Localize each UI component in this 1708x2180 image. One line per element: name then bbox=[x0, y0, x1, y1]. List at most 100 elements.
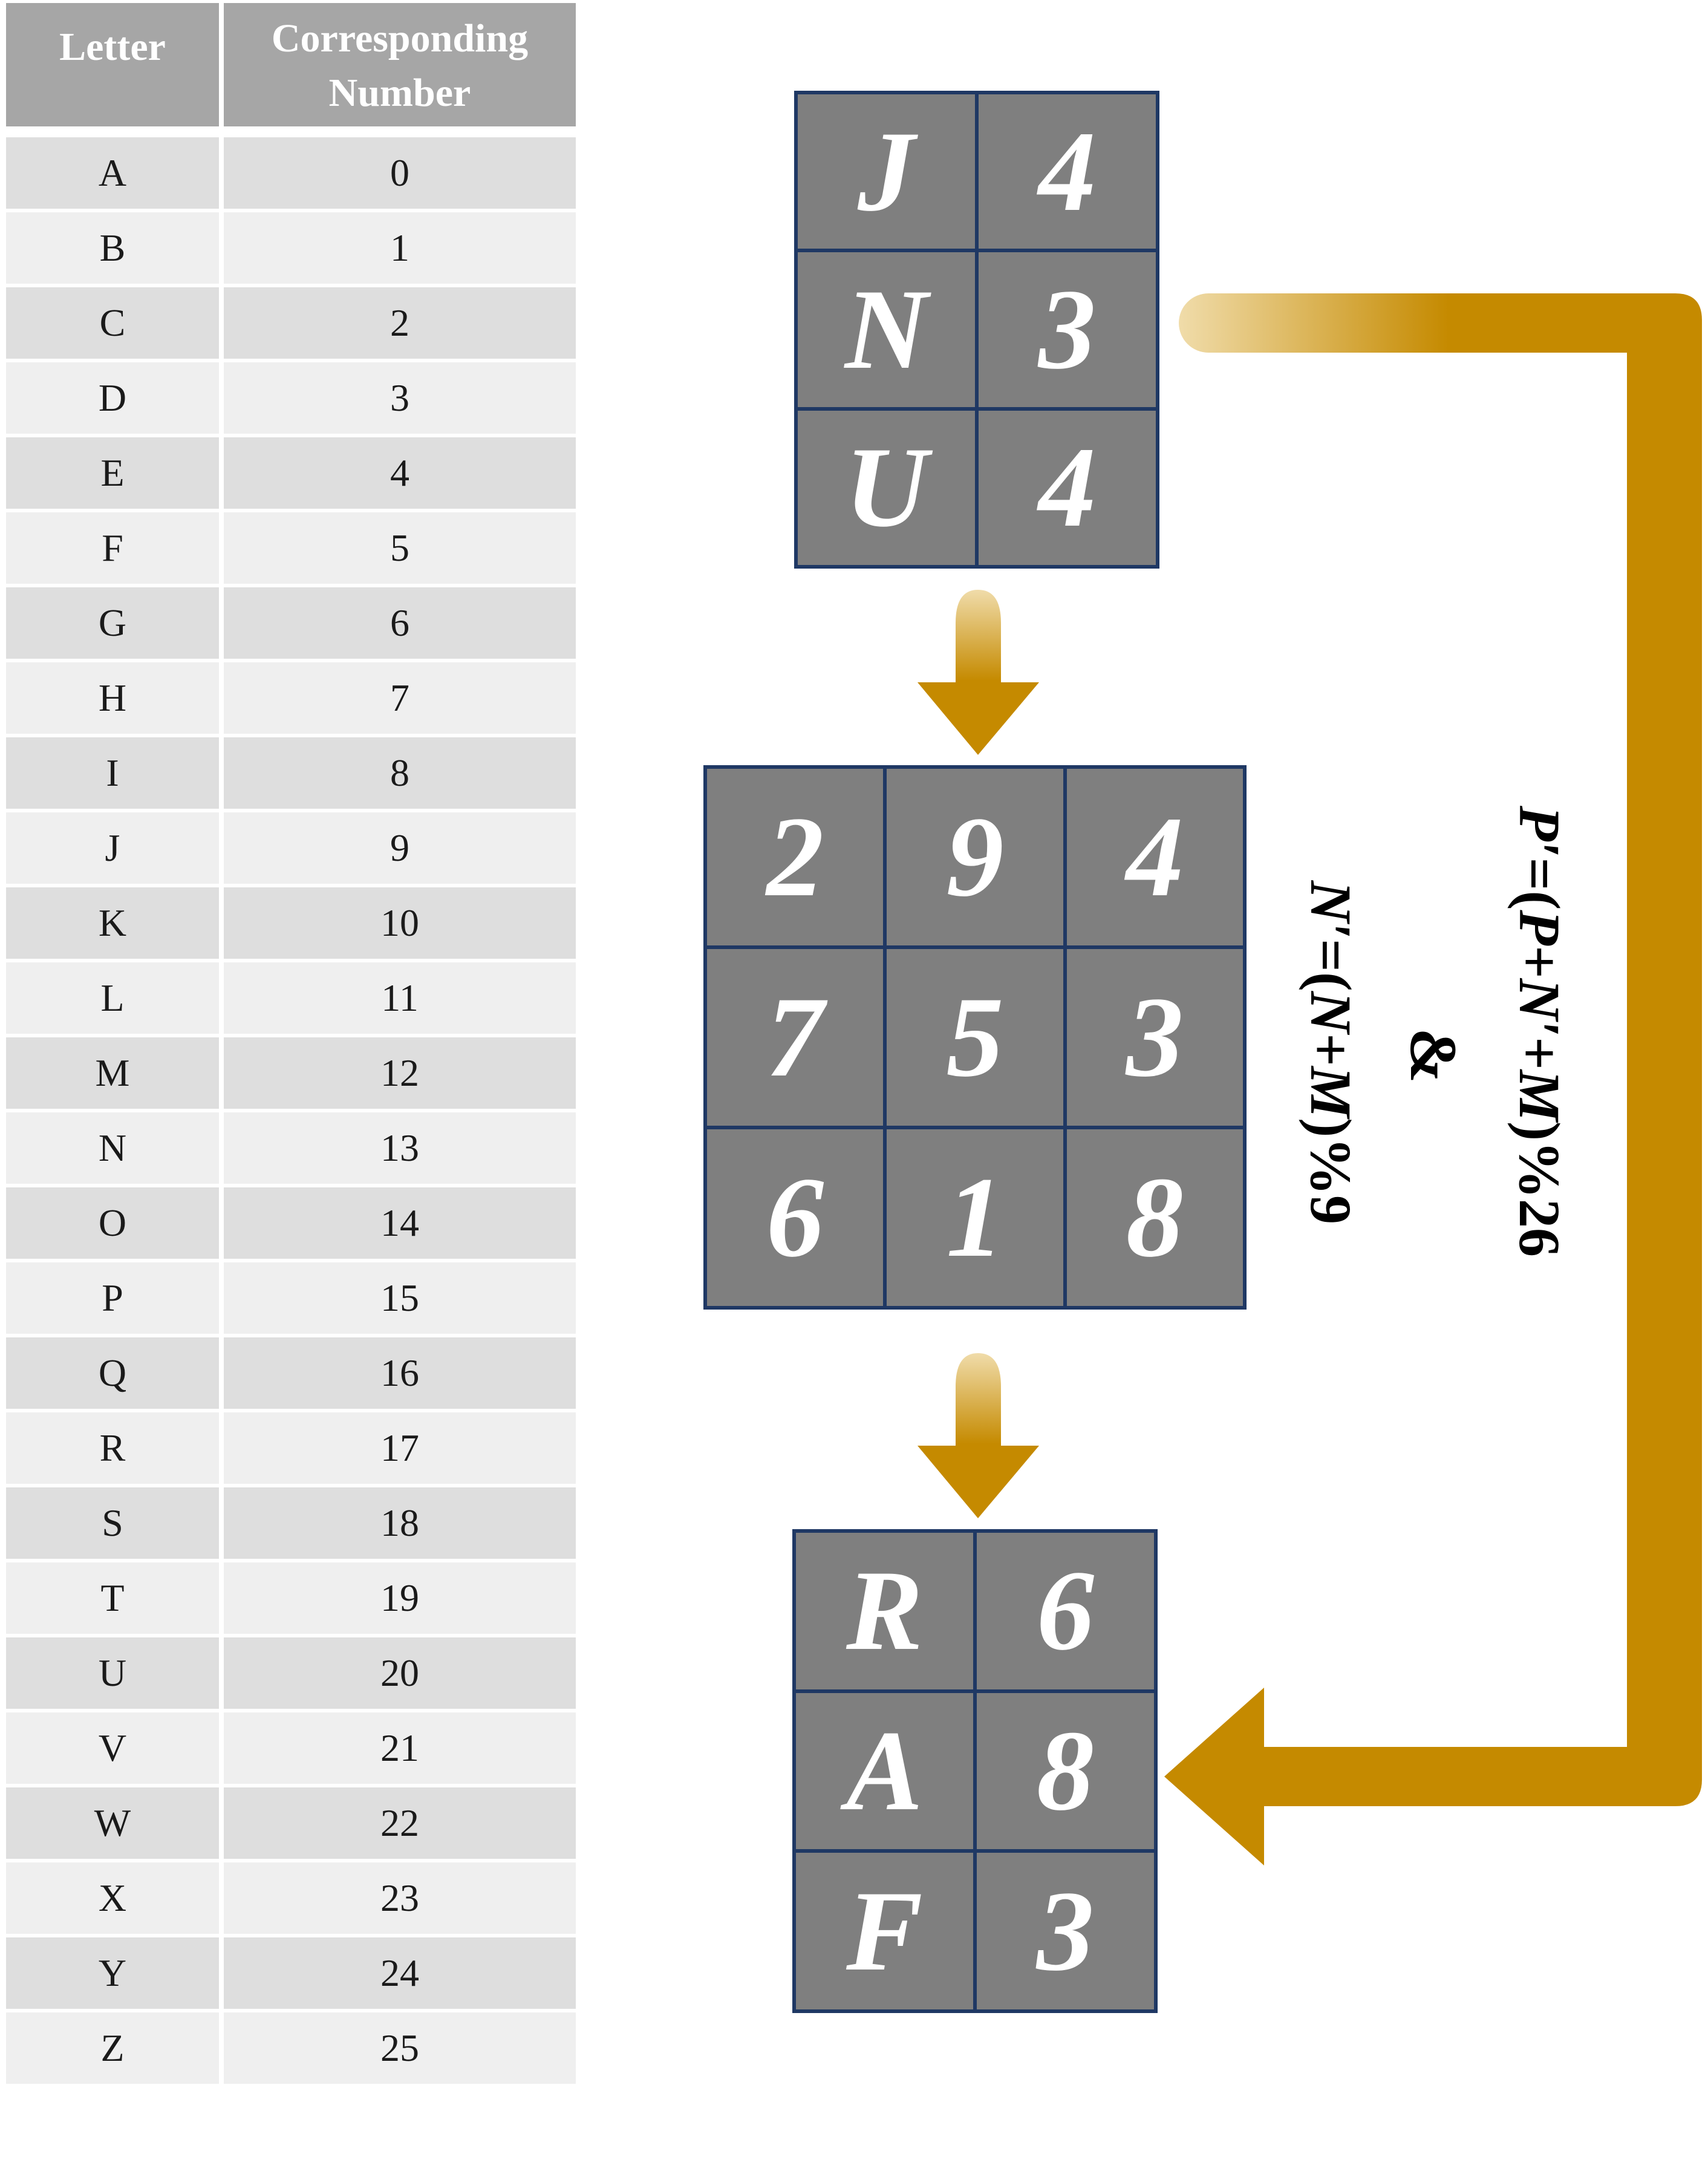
table-cell-letter: Q bbox=[6, 1337, 224, 1412]
table-cell-letter: X bbox=[6, 1862, 224, 1937]
formula-p-c: M bbox=[1507, 1069, 1572, 1122]
formula-p-plus2: + bbox=[1507, 1036, 1572, 1070]
header-letter: Letter bbox=[6, 3, 224, 126]
table-cell-letter: D bbox=[6, 362, 224, 437]
table-cell-number: 13 bbox=[224, 1112, 576, 1187]
grid-bottom-cell: 6 bbox=[977, 1533, 1154, 1689]
table-cell-number: 22 bbox=[224, 1787, 576, 1862]
formula-p-lhs: P′ bbox=[1507, 805, 1572, 858]
table-cell-number: 6 bbox=[224, 587, 576, 662]
grid-middle-cell: 4 bbox=[1066, 769, 1243, 945]
arrow-down-top-to-middle bbox=[918, 590, 1039, 755]
table-cell-letter: G bbox=[6, 587, 224, 662]
grid-middle-cell: 8 bbox=[1066, 1129, 1243, 1306]
table-cell-number: 9 bbox=[224, 812, 576, 887]
table-cell-letter: K bbox=[6, 887, 224, 962]
table-cell-letter: P bbox=[6, 1262, 224, 1337]
table-cell-number: 20 bbox=[224, 1637, 576, 1712]
table-cell-number: 18 bbox=[224, 1487, 576, 1562]
table-cell-letter: Y bbox=[6, 1937, 224, 2012]
table-cell-letter: H bbox=[6, 662, 224, 737]
table-cell-number: 24 bbox=[224, 1937, 576, 2012]
grid-top-cell: 3 bbox=[979, 252, 1156, 407]
formula-n-prime: N′=(N+M)%9 bbox=[1299, 880, 1363, 1225]
table-cell-number: 4 bbox=[224, 437, 576, 512]
table-cell-number: 5 bbox=[224, 512, 576, 587]
table-cell-letter: J bbox=[6, 812, 224, 887]
formula-n-eq: =( bbox=[1299, 939, 1363, 991]
table-cell-letter: W bbox=[6, 1787, 224, 1862]
formula-p-prime: P′=(P+N′+M)%26 bbox=[1507, 806, 1572, 1257]
table-cell-letter: R bbox=[6, 1412, 224, 1487]
table-cell-letter: F bbox=[6, 512, 224, 587]
table-cell-letter: A bbox=[6, 137, 224, 212]
formula-n-tail: )%9 bbox=[1299, 1118, 1363, 1225]
table-cell-number: 7 bbox=[224, 662, 576, 737]
table-cell-number: 23 bbox=[224, 1862, 576, 1937]
table-cell-number: 21 bbox=[224, 1712, 576, 1787]
grid-middle-cell: 3 bbox=[1066, 949, 1243, 1126]
grid-middle-cell: 6 bbox=[707, 1129, 884, 1306]
grid-top-cell: J bbox=[798, 94, 975, 249]
grid-bottom-cell: 3 bbox=[977, 1853, 1154, 2009]
table-cell-number: 8 bbox=[224, 737, 576, 812]
table-cell-letter: E bbox=[6, 437, 224, 512]
table-cell-number: 0 bbox=[224, 137, 576, 212]
grid-middle-cell: 1 bbox=[887, 1129, 1063, 1306]
table-cell-number: 1 bbox=[224, 212, 576, 287]
grid-top-cell: U bbox=[798, 410, 975, 565]
arrow-down-middle-to-bottom bbox=[918, 1353, 1039, 1518]
formula-p-a: P bbox=[1507, 910, 1572, 945]
grid-middle-cell: 9 bbox=[887, 769, 1063, 945]
grid-middle-cell: 7 bbox=[707, 949, 884, 1126]
grid-bottom-cell: A bbox=[796, 1692, 973, 1850]
table-cell-letter: T bbox=[6, 1562, 224, 1637]
grid-top-cell: 4 bbox=[979, 410, 1156, 565]
table-cell-number: 15 bbox=[224, 1262, 576, 1337]
table-cell-number: 10 bbox=[224, 887, 576, 962]
formula-n-plus: + bbox=[1299, 1033, 1363, 1066]
grid-middle-cell: 5 bbox=[887, 949, 1063, 1126]
table-cell-number: 25 bbox=[224, 2012, 576, 2087]
header-number-line1: Corresponding bbox=[271, 16, 529, 60]
table-cell-letter: B bbox=[6, 212, 224, 287]
table-cell-number: 3 bbox=[224, 362, 576, 437]
grid-middle-cell: 2 bbox=[707, 769, 884, 945]
table-cell-letter: V bbox=[6, 1712, 224, 1787]
formula-n-a: N bbox=[1299, 991, 1363, 1034]
formula-p-b: N′ bbox=[1507, 978, 1572, 1037]
table-cell-number: 11 bbox=[224, 962, 576, 1037]
header-gap bbox=[6, 126, 576, 137]
formula-p-plus1: + bbox=[1507, 945, 1572, 979]
table-cell-letter: Z bbox=[6, 2012, 224, 2087]
table-cell-number: 16 bbox=[224, 1337, 576, 1412]
table-cell-letter: C bbox=[6, 287, 224, 362]
table-cell-number: 2 bbox=[224, 287, 576, 362]
table-cell-letter: O bbox=[6, 1187, 224, 1262]
table-cell-number: 12 bbox=[224, 1037, 576, 1112]
table-cell-number: 19 bbox=[224, 1562, 576, 1637]
grid-top-cell: N bbox=[798, 252, 975, 407]
grid-top-cell: 4 bbox=[979, 94, 1156, 249]
formula-n-lhs: N′ bbox=[1299, 880, 1363, 939]
formula-p-eq: =( bbox=[1507, 857, 1572, 910]
header-number-line2: Number bbox=[328, 71, 471, 115]
table-cell-letter: I bbox=[6, 737, 224, 812]
grid-bottom-cell: F bbox=[796, 1853, 973, 2009]
formula-n-b: M bbox=[1299, 1066, 1363, 1118]
formula-ampersand: & bbox=[1397, 1028, 1470, 1083]
grid-bottom-cell: R bbox=[796, 1533, 973, 1689]
table-cell-letter: N bbox=[6, 1112, 224, 1187]
formula-p-tail: )%26 bbox=[1507, 1121, 1572, 1258]
grid-bottom-cell: 8 bbox=[977, 1692, 1154, 1850]
table-cell-number: 17 bbox=[224, 1412, 576, 1487]
table-cell-letter: U bbox=[6, 1637, 224, 1712]
table-cell-letter: S bbox=[6, 1487, 224, 1562]
table-cell-letter: M bbox=[6, 1037, 224, 1112]
table-cell-number: 14 bbox=[224, 1187, 576, 1262]
